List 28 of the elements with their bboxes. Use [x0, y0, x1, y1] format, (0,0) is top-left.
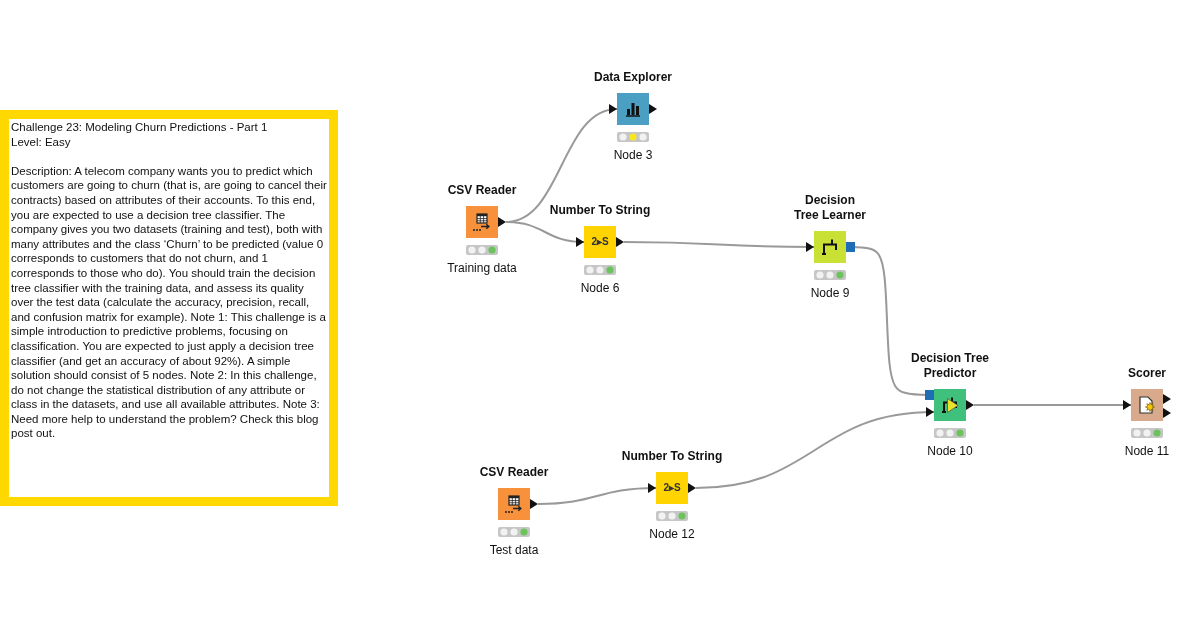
- node-title: Data Explorer: [594, 70, 672, 85]
- node-symbol: 2▸S: [663, 482, 681, 494]
- node-caption: Node 3: [613, 148, 653, 163]
- node-title: CSV Reader: [479, 465, 549, 480]
- annotation-box: [0, 110, 338, 506]
- node-title: CSV Reader: [447, 183, 517, 198]
- annotation-subheading: Level: Easy: [11, 134, 72, 150]
- annotation-heading: Challenge 23: Modeling Churn Predictions - Part 1: [11, 120, 269, 135]
- node-title: Decision Tree Learner: [792, 193, 867, 223]
- node-title: Number To String: [549, 203, 651, 218]
- connector: [845, 242, 935, 400]
- node-symbol: 2▸S: [591, 236, 609, 248]
- node-caption: Test data: [489, 543, 539, 558]
- node-title: Scorer: [1128, 366, 1166, 381]
- connector: [537, 483, 657, 505]
- node-title: Number To String: [621, 449, 723, 464]
- node-caption: Node 10: [927, 444, 973, 459]
- node-caption: Node 9: [810, 286, 850, 301]
- annotation-text: Description: A telecom company wants you to predict which customers are going to churn (that is, are going to cancel their contracts) based on attributes of their accounts. To this end, you are expected to use a decision tree classifier. The company gives you two datasets (training and test), both with many attributes and the class ‘Churn’ to be predicted (value 0 corresponds to customers that do not churn, and 1 corresponds to those who do). You should train the decision tree classifier with the training data, and assess its quality over the test data (calculate the accuracy, precision, recall, and confusion matrix for example). Note 1: This challenge is a simple introduction to predictive problems, focusing on classification. You are expected to just apply a decision tree classifier (and get an accuracy of about 92%). A simple solution should consist of 5 nodes. Note 2: In this challenge, do not change the statistical distribution of any attribute or class in the datasets, and use all available attributes. Note 3: Need more help to understand the problem? Check this blog post out.: [11, 163, 327, 442]
- connector: [623, 241, 815, 252]
- connector: [695, 407, 935, 489]
- connector: [505, 221, 585, 247]
- node-caption: Node 6: [580, 281, 620, 296]
- node-caption: Node 12: [649, 527, 695, 542]
- node-caption: Training data: [447, 261, 517, 276]
- connector: [973, 400, 1132, 410]
- node-title: Decision Tree Predictor: [909, 351, 990, 381]
- node-caption: Node 11: [1124, 444, 1170, 459]
